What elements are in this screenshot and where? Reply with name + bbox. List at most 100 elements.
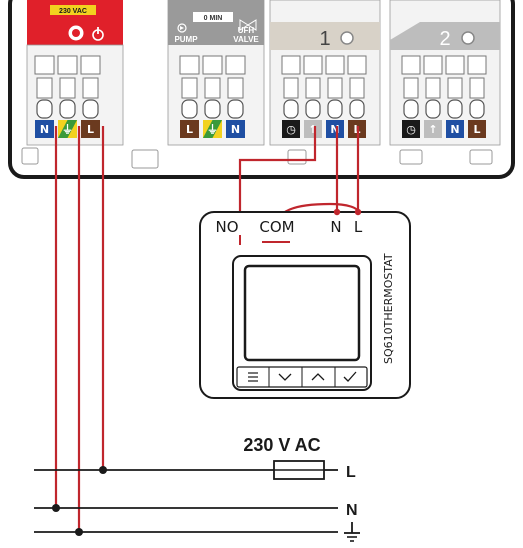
- power-terminal-tile: [35, 120, 54, 138]
- controller: 230 VAC 0 MIN PUMP UFH: [8, 0, 515, 179]
- thermostat-buttons: [236, 366, 368, 388]
- valve-icon: [239, 19, 257, 31]
- pump-terminal-earth-tile: [203, 120, 222, 138]
- zone-1-terminal-upper-slot: [325, 55, 345, 75]
- zone-1-terminal-label: N: [330, 123, 339, 136]
- zone-1-terminal-lower-slot: [283, 77, 299, 99]
- zone-2-terminal-label: ◷: [406, 123, 416, 136]
- zone-2-terminal-label: ↑: [428, 123, 437, 136]
- power-terminal-upper-slot: [57, 55, 78, 75]
- menu-button-icon[interactable]: [248, 372, 258, 382]
- zone-2-terminal-label: L: [473, 123, 480, 136]
- down-button-icon[interactable]: [278, 373, 292, 381]
- supply-voltage-label: 230 V AC: [243, 435, 320, 455]
- zone-1-terminal-tile: [326, 120, 344, 138]
- zone-1-number: 1: [319, 28, 330, 50]
- pump-terminal-label: N: [231, 123, 240, 136]
- zone-2-terminal-lower-slot: [425, 77, 441, 99]
- valve-label-line-1: UFH: [238, 26, 255, 35]
- power-voltage-badge: [50, 5, 96, 15]
- pump-terminal-upper-slot: [179, 55, 200, 75]
- zone-1-terminal-tile: [304, 120, 322, 138]
- thermostat-terminal-no: NO: [215, 218, 238, 236]
- power-terminal-lower-slot: [36, 77, 53, 99]
- thermostat-model-label: SQ610THERMOSTAT: [382, 253, 395, 364]
- pump-terminal-wire-entry: [227, 99, 244, 119]
- thermostat-display: [243, 264, 361, 362]
- pump-terminal-upper-slot: [202, 55, 223, 75]
- zone-2-terminal-lower-slot: [447, 77, 463, 99]
- controller-cutout: [21, 147, 39, 165]
- zone-2-terminal-tile: [468, 120, 486, 138]
- power-terminal-tile: [81, 120, 100, 138]
- zone-1-led: [340, 31, 354, 45]
- thermostat: NO COM N L SQ610THERMOSTAT: [199, 208, 411, 399]
- zone-1-terminal-wire-entry: [305, 99, 321, 119]
- power-terminal-upper-slot: [80, 55, 101, 75]
- thermostat-terminal-com: COM: [259, 218, 294, 236]
- confirm-button-icon[interactable]: [343, 371, 357, 382]
- zone-2-terminal-upper-slot: [423, 55, 443, 75]
- pump-terminal-tile: [180, 120, 199, 138]
- junction-earth: [75, 528, 83, 536]
- zone-1-terminal-label: ↑: [308, 123, 317, 136]
- controller-cutout: [131, 149, 159, 169]
- pump-terminal-tile: [226, 120, 245, 138]
- zone-1-terminal-upper-slot: [303, 55, 323, 75]
- mains-supply: 230 V AC L N ⏚: [34, 435, 361, 542]
- junction-n: [52, 504, 60, 512]
- zone-1-terminal-wire-entry: [283, 99, 299, 119]
- power-terminal-lower-slot: [59, 77, 76, 99]
- pump-terminal-lower-slot: [227, 77, 244, 99]
- zone-1-terminal-upper-slot: [347, 55, 367, 75]
- thermostat-l-junction: [354, 208, 362, 216]
- pump-terminal-wire-entry: [204, 99, 221, 119]
- power-terminal-upper-slot: [34, 55, 55, 75]
- zone-2-terminal-upper-slot: [467, 55, 487, 75]
- pump-terminal-upper-slot: [225, 55, 246, 75]
- valve-label-line-2: VALVE: [233, 35, 259, 44]
- supply-l-label: L: [346, 464, 356, 481]
- pump-timer-label: 0 MIN: [204, 15, 223, 22]
- zone-1-terminal-lower-slot: [349, 77, 365, 99]
- power-terminal-earth-tile: [58, 120, 77, 138]
- zone-2-terminal-upper-slot: [401, 55, 421, 75]
- zone-2-terminal-lower-slot: [403, 77, 419, 99]
- power-terminal-label: N: [40, 123, 49, 136]
- controller-cutout: [287, 149, 307, 165]
- pump-terminal-wire-entry: [181, 99, 198, 119]
- thermostat-terminal-n: N: [330, 218, 341, 236]
- pump-timer-badge: [193, 12, 233, 22]
- zone-1-terminal-wire-entry: [349, 99, 365, 119]
- zone-1-terminal-tile: [282, 120, 300, 138]
- zone-2-terminal-wire-entry: [447, 99, 463, 119]
- up-button-icon[interactable]: [311, 373, 325, 381]
- pump-terminal-label: L: [186, 123, 193, 136]
- thermostat-n-junction: [333, 208, 341, 216]
- pump-icon: [177, 23, 187, 33]
- power-terminal-lower-slot: [82, 77, 99, 99]
- zone-2-terminal-wire-entry: [403, 99, 419, 119]
- zone-2-number: 2: [439, 28, 450, 50]
- power-terminal-wire-entry: [36, 99, 53, 119]
- zone-2-terminal-tile: [446, 120, 464, 138]
- supply-earth-label: ⏚: [360, 538, 361, 541]
- controller-cutout: [469, 149, 493, 165]
- zone-1-terminal-label: ◷: [286, 123, 296, 136]
- wires: [54, 126, 360, 532]
- thermostat-terminal-l: L: [354, 218, 363, 236]
- power-icon: [92, 27, 104, 41]
- pump-terminal-lower-slot: [204, 77, 221, 99]
- zone-1-terminal-upper-slot: [281, 55, 301, 75]
- power-terminal-label: L: [87, 123, 94, 136]
- controller-cutout: [399, 149, 423, 165]
- zone-2-led: [461, 31, 475, 45]
- supply-n-label: N: [346, 502, 358, 519]
- zone-2-terminal-wire-entry: [425, 99, 441, 119]
- pump-header: [168, 0, 264, 45]
- power-terminal-label: ⏚: [62, 123, 73, 136]
- zone-2-terminal-label: N: [450, 123, 459, 136]
